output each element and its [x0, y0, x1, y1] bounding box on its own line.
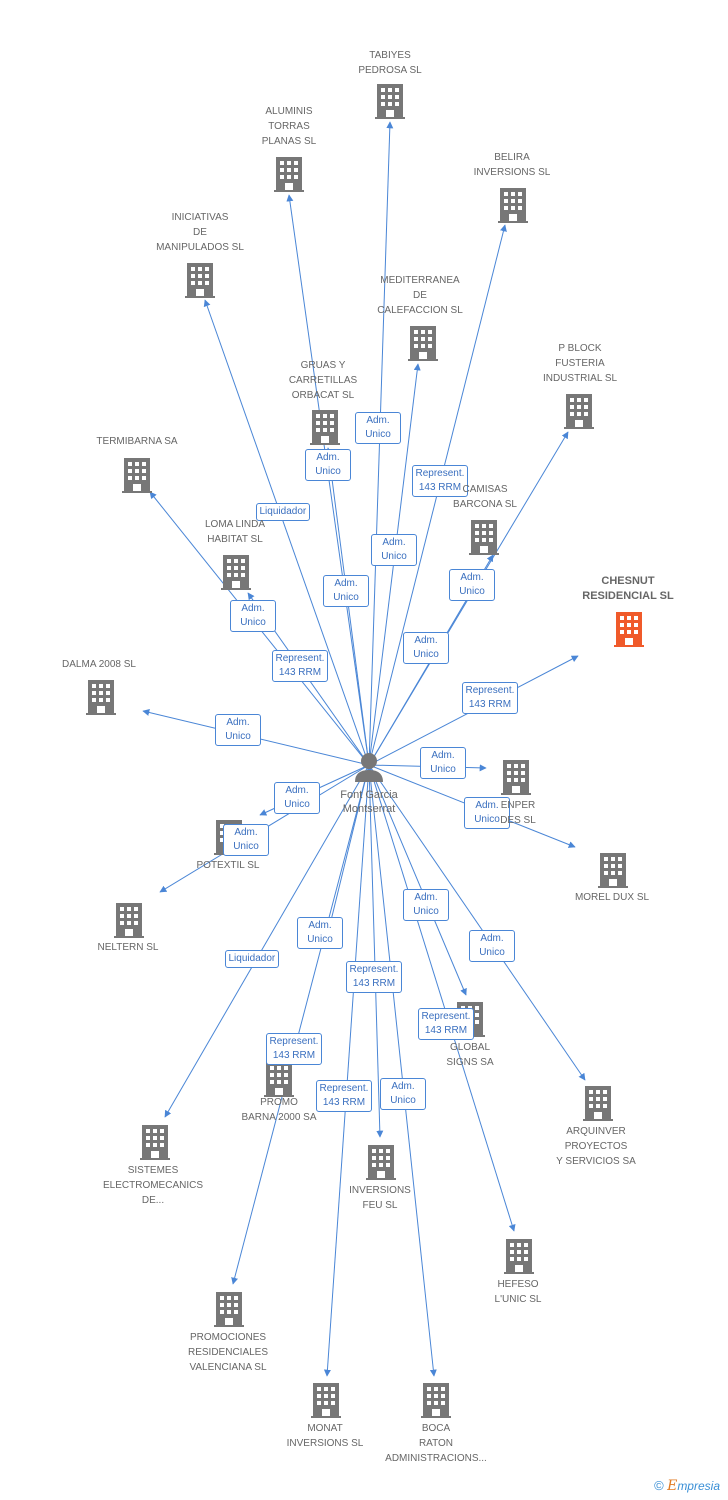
brand-logo: © Empresia	[654, 1478, 720, 1494]
edge-promobarna	[323, 764, 370, 946]
building-icon-boca[interactable]	[421, 1383, 451, 1418]
edge-label-potextil[interactable]: Adm. Unico	[274, 782, 320, 814]
edge-label-hefeso[interactable]: Represent. 143 RRM	[417, 1008, 475, 1040]
building-icon-promociones[interactable]	[214, 1292, 244, 1327]
node-label-monat[interactable]: MONAT INVERSIONS SL	[286, 1423, 364, 1449]
node-label-pblock[interactable]: P BLOCK FUSTERIA INDUSTRIAL SL	[542, 343, 618, 384]
node-label-moreldux[interactable]: MOREL DUX SL	[574, 892, 650, 903]
edge-label-dalma[interactable]: Adm. Unico	[215, 714, 261, 746]
center-person-name[interactable]: Font Garcia Montserrat	[340, 789, 398, 815]
node-label-neltern[interactable]: NELTERN SL	[97, 942, 159, 953]
building-icon-camisas[interactable]	[469, 520, 499, 555]
edge-label-pblock[interactable]: Adm. Unico	[449, 569, 495, 601]
edge-label-mediterranea[interactable]: Adm. Unico	[371, 534, 417, 566]
edge-arquinver	[368, 764, 586, 1081]
building-icon-lomalinda[interactable]	[221, 555, 251, 590]
edge-label-moreldux[interactable]: Adm. Unico	[464, 797, 510, 829]
edge-boca	[368, 764, 437, 1377]
building-icon-inversionsfeu[interactable]	[366, 1145, 396, 1180]
node-label-belira[interactable]: BELIRA INVERSIONS SL	[473, 152, 551, 178]
node-label-gruas[interactable]: GRUAS Y CARRETILLAS ORBACAT SL	[288, 360, 358, 401]
edge-label-promobarna[interactable]: Adm. Unico	[297, 917, 343, 949]
edge-hefeso	[368, 764, 516, 1232]
building-icon-arquinver[interactable]	[583, 1086, 613, 1121]
building-icon-termibarna[interactable]	[122, 458, 152, 493]
edge-label-monat[interactable]: Represent. 143 RRM	[315, 1080, 373, 1112]
building-icon-gruas[interactable]	[310, 410, 340, 445]
edge-label-arquinver[interactable]: Adm. Unico	[469, 930, 515, 962]
node-label-arquinver[interactable]: ARQUINVER PROYECTOS Y SERVICIOS SA	[556, 1126, 636, 1167]
node-label-inversionsfeu[interactable]: INVERSIONS FEU SL	[349, 1185, 411, 1211]
building-icon-pblock[interactable]	[564, 394, 594, 429]
edge-sistemes	[164, 764, 370, 1118]
node-label-promobarna[interactable]: PROMO BARNA 2000 SA	[241, 1097, 317, 1123]
building-icon-promobarna[interactable]	[264, 1062, 294, 1097]
node-label-potextil[interactable]: POTEXTIL SL	[196, 860, 260, 871]
node-label-globalsigns[interactable]: GLOBAL SIGNS SA	[446, 1042, 494, 1068]
edge-globalsigns	[368, 764, 467, 996]
edge-monat	[323, 764, 370, 1377]
node-label-lomalinda[interactable]: LOMA LINDA HABITAT SL	[204, 519, 266, 545]
edge-iniciativas	[203, 299, 370, 766]
edge-label-enper[interactable]: Adm. Unico	[420, 747, 466, 779]
node-label-aluminis[interactable]: ALUMINIS TORRAS PLANAS SL	[261, 106, 317, 147]
edge-inversionsfeu	[368, 764, 384, 1138]
building-icon-dalma[interactable]	[86, 680, 116, 715]
edge-label-camisas[interactable]: Adm. Unico	[403, 632, 449, 664]
edge-label-neltern[interactable]: Adm. Unico	[223, 824, 269, 856]
edge-label-tabiyes[interactable]: Adm. Unico	[355, 412, 401, 444]
building-icon-enper[interactable]	[501, 760, 531, 795]
node-label-chesnut[interactable]: CHESNUT RESIDENCIAL SL	[582, 575, 674, 602]
edge-label-promociones[interactable]: Represent. 143 RRM	[265, 1033, 323, 1065]
edge-label-gruas[interactable]: Adm. Unico	[323, 575, 369, 607]
edge-label-termibarna[interactable]: Represent. 143 RRM	[271, 650, 329, 682]
node-label-iniciativas[interactable]: INICIATIVAS DE MANIPULADOS SL	[156, 212, 244, 253]
edge-promociones	[231, 764, 370, 1285]
building-icon-hefeso[interactable]	[504, 1239, 534, 1274]
node-label-tabiyes[interactable]: TABIYES PEDROSA SL	[358, 50, 422, 76]
building-icon-monat[interactable]	[311, 1383, 341, 1418]
edge-label-inversionsfeu[interactable]: Represent. 143 RRM	[345, 961, 403, 993]
edge-label-aluminis[interactable]: Adm. Unico	[305, 449, 351, 481]
edge-label-chesnut[interactable]: Represent. 143 RRM	[461, 682, 519, 714]
building-icon-mediterranea[interactable]	[408, 326, 438, 361]
node-label-hefeso[interactable]: HEFESO L'UNIC SL	[494, 1279, 542, 1305]
edge-label-sistemes[interactable]: Liquidador	[224, 950, 280, 968]
building-icon-aluminis[interactable]	[274, 157, 304, 192]
node-label-dalma[interactable]: DALMA 2008 SL	[62, 659, 136, 670]
person-icon[interactable]	[355, 753, 383, 782]
building-icon-neltern[interactable]	[114, 903, 144, 938]
node-label-camisas[interactable]: CAMISAS BARCONA SL	[453, 484, 517, 510]
node-label-termibarna[interactable]: TERMIBARNA SA	[96, 436, 178, 447]
node-label-promociones[interactable]: PROMOCIONES RESIDENCIALES VALENCIANA SL	[187, 1332, 269, 1373]
building-icon-iniciativas[interactable]	[185, 263, 215, 298]
node-label-boca[interactable]: BOCA RATON ADMINISTRACIONS...	[385, 1423, 487, 1464]
edge-label-lomalinda[interactable]: Adm. Unico	[230, 600, 276, 632]
node-label-sistemes[interactable]: SISTEMES ELECTROMECANICS DE...	[102, 1165, 203, 1206]
edge-label-belira[interactable]: Represent. 143 RRM	[411, 465, 469, 497]
building-icon-tabiyes[interactable]	[375, 84, 405, 119]
edge-label-iniciativas[interactable]: Liquidador	[255, 503, 311, 521]
building-icon-belira[interactable]	[498, 188, 528, 223]
node-label-mediterranea[interactable]: MEDITERRANEA DE CALEFACCION SL	[377, 275, 463, 316]
edge-label-globalsigns[interactable]: Adm. Unico	[403, 889, 449, 921]
node-label-enper[interactable]: ENPER DES SL	[500, 800, 536, 826]
building-icon-chesnut[interactable]	[614, 612, 644, 647]
edge-label-boca[interactable]: Adm. Unico	[380, 1078, 426, 1110]
building-icon-sistemes[interactable]	[140, 1125, 170, 1160]
building-icon-moreldux[interactable]	[598, 853, 628, 888]
